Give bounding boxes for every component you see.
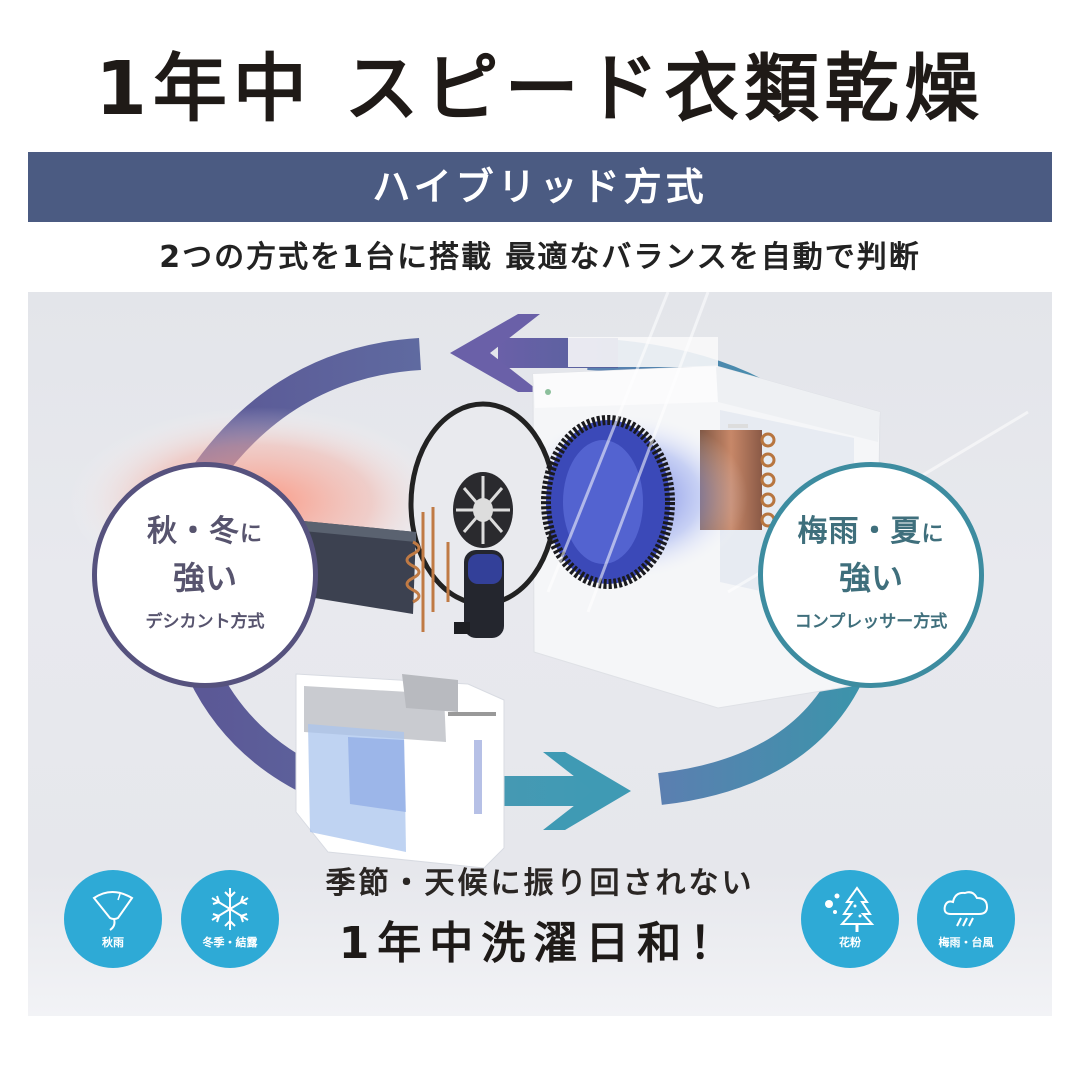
banner-label: ハイブリッド方式	[372, 165, 708, 209]
weather-badge-rainy-season: 梅雨・台風	[917, 870, 1015, 968]
weather-badge-autumn-rain: 秋雨	[64, 870, 162, 968]
weather-label: 花粉	[839, 936, 861, 949]
compressor-season: 梅雨・夏	[797, 513, 922, 549]
subtitle: 2つの方式を1台に搭載 最適なバランスを自動で判断	[159, 240, 921, 275]
page-title: 1年中 スピード衣類乾燥	[95, 46, 985, 132]
compressor-season-suffix: に	[921, 521, 945, 547]
heat-exchanger-image	[284, 507, 504, 652]
desiccant-method-circle: 秋・冬に 強い デシカント方式	[92, 462, 318, 688]
pollen-tree-icon	[825, 886, 875, 932]
rain-cloud-icon	[943, 891, 989, 927]
weather-label: 秋雨	[102, 936, 124, 949]
tagline-headline: 1年中洗濯日和！	[338, 918, 742, 969]
desiccant-season-suffix: に	[239, 521, 263, 547]
snowflake-icon	[211, 888, 249, 930]
compressor-method-circle: 梅雨・夏に 強い コンプレッサー方式	[758, 462, 984, 688]
weather-label: 冬季・結露	[202, 936, 258, 949]
weather-badge-pollen: 花粉	[801, 870, 899, 968]
hybrid-diagram-panel: 秋・冬に 強い デシカント方式 梅雨・夏に 強い コンプレッサー方式 秋雨	[28, 292, 1052, 1016]
desiccant-method-label: デシカント方式	[145, 611, 265, 632]
weather-label: 梅雨・台風	[938, 936, 994, 949]
arrow-right-icon	[498, 752, 631, 830]
tagline-subtext: 季節・天候に振り回されない	[325, 866, 755, 901]
fan-image	[541, 415, 675, 589]
weather-badge-winter: 冬季・結露	[181, 870, 279, 968]
cycle-arc-lower-right	[658, 657, 868, 805]
hybrid-method-banner: ハイブリッド方式	[28, 152, 1052, 222]
desiccant-strong-label: 強い	[172, 558, 237, 597]
compressor-method-label: コンプレッサー方式	[794, 611, 948, 632]
water-tank-image	[295, 673, 505, 869]
ginkgo-leaf-icon	[92, 891, 134, 931]
desiccant-season: 秋・冬	[146, 513, 240, 549]
compressor-strong-label: 強い	[838, 558, 903, 597]
